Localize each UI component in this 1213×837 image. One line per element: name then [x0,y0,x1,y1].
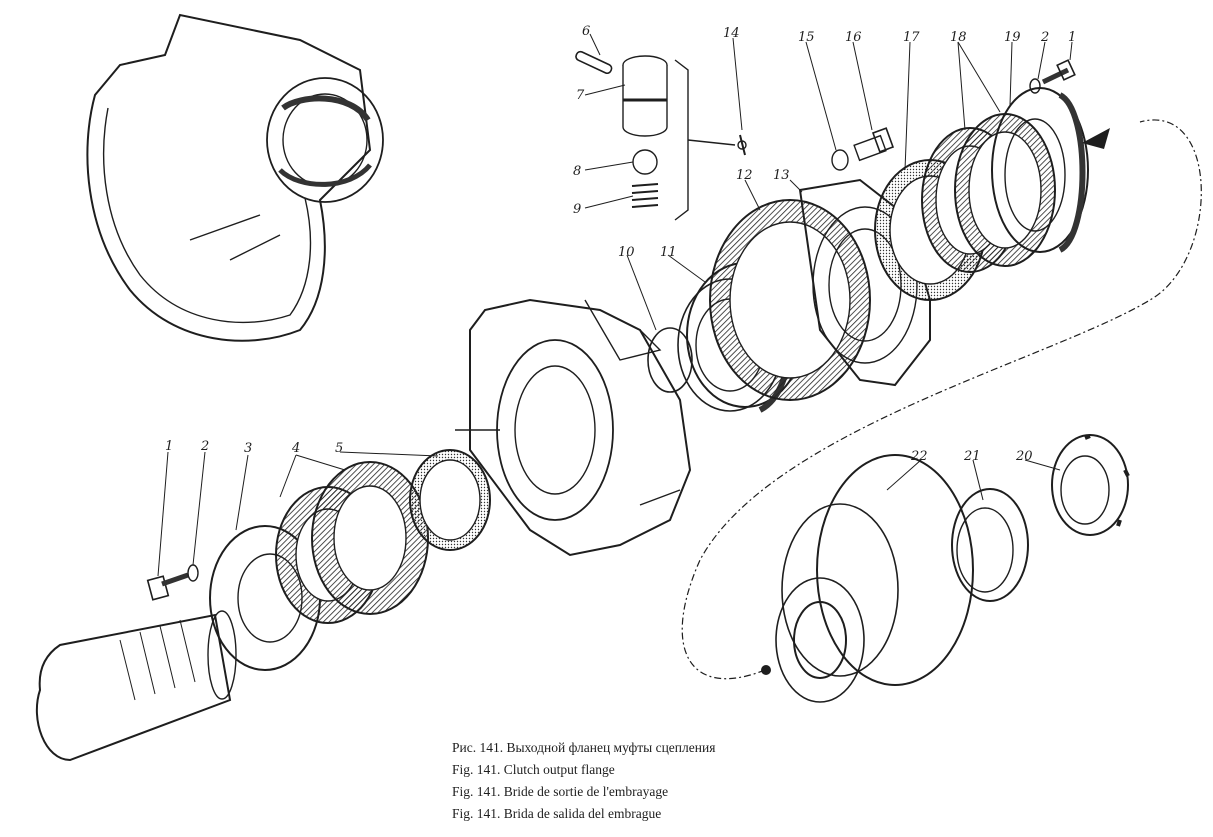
caption-spanish: Fig. 141. Brida de salida del embrague [452,806,662,821]
plug-bolt-part [853,127,895,162]
callout-16: 16 [845,30,862,45]
output-flange-part [775,454,974,703]
center-housing-part [455,298,692,557]
assembly-path-line [681,119,1202,680]
callout-8: 8 [573,164,581,179]
breather-body-part [622,55,668,137]
caption-french: Fig. 141. Bride de sortie de l'embrayage [452,784,669,799]
callout-18: 18 [950,30,967,45]
washer-left-part [187,564,199,582]
callout-2-right: 2 [1040,30,1049,45]
callout-2-left: 2 [200,439,209,454]
assembly-path-dot [761,665,771,675]
gasket-ring-part [409,449,491,551]
callout-labels: 1 2 3 4 5 6 7 8 9 10 11 12 13 14 15 16 1… [165,24,1076,464]
clutch-housing-part [86,13,384,342]
callout-20: 20 [1015,449,1033,464]
assembly-bracket [674,59,689,221]
large-seal-part [709,199,871,401]
washer-right-part [1029,78,1041,94]
spacer-ring-part [951,488,1029,602]
callout-15: 15 [798,30,815,45]
check-ball-part [632,149,658,175]
callout-5: 5 [335,441,343,456]
callout-14: 14 [723,26,740,41]
callout-17: 17 [903,30,920,45]
assembly-path-arrow [1082,128,1110,149]
snap-ring-part [647,327,693,393]
callout-3: 3 [244,441,252,456]
callout-12: 12 [736,168,753,183]
figure-caption: Рис. 141. Выходной фланец муфты сцеплени… [452,737,715,825]
castle-nut-part [1051,434,1130,536]
bolt-left-part [146,572,189,601]
splined-shaft-part [35,610,237,762]
callout-11: 11 [660,245,677,260]
leader-lines [157,33,1073,577]
callout-9: 9 [573,202,581,217]
assembly-arrow-line [687,139,736,146]
callout-4: 4 [291,441,300,456]
copper-washer-part [831,149,849,171]
callout-1-right: 1 [1068,30,1076,45]
callout-1-left: 1 [165,439,173,454]
seal-pair-part [275,461,429,624]
callout-6: 6 [582,24,590,39]
breather-valve-part [737,134,747,156]
callout-19: 19 [1004,30,1021,45]
outer-seal-pair-part [921,113,1056,273]
callout-21: 21 [963,449,981,464]
callout-13: 13 [773,168,790,183]
spring-part [631,183,659,208]
callout-10: 10 [618,245,635,260]
callout-7: 7 [576,88,585,103]
pin-part [575,50,613,75]
bolt-right-part [1041,59,1076,85]
caption-english: Fig. 141. Clutch output flange [452,762,615,777]
callout-22: 22 [910,449,928,464]
caption-russian: Рис. 141. Выходной фланец муфты сцеплени… [452,740,716,755]
